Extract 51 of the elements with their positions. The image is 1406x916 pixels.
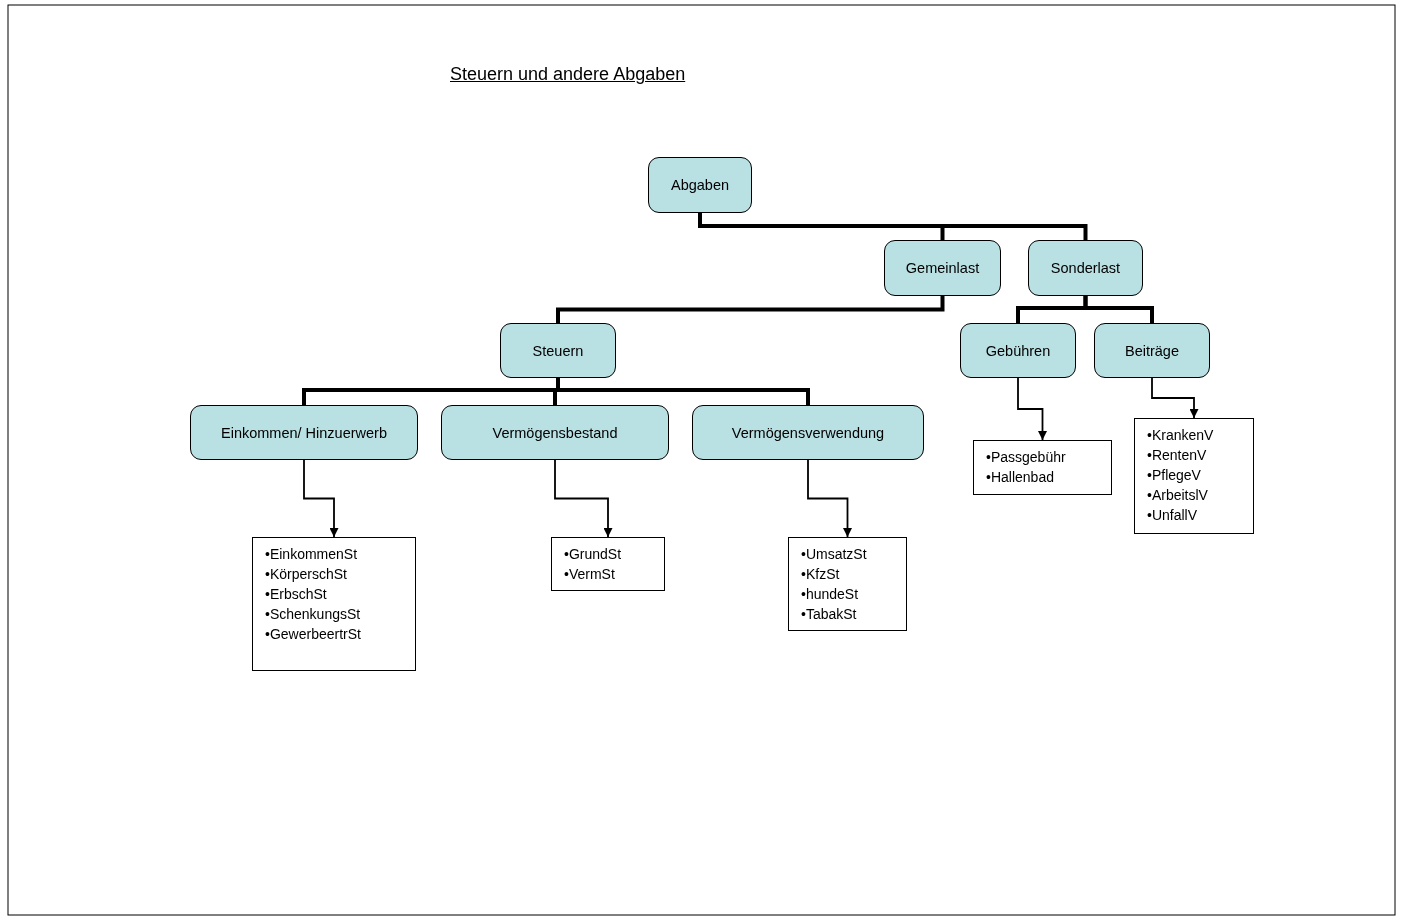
list-item: •PflegeV xyxy=(1147,466,1202,485)
list-item: •UmsatzSt xyxy=(801,545,868,564)
arrow xyxy=(1017,377,1047,441)
list-item: •KrankenV xyxy=(1147,426,1215,445)
list-item: •Passgebühr xyxy=(986,448,1067,467)
box-label: Vermögensverwendung xyxy=(731,424,885,441)
list-item: •Hallenbad xyxy=(986,468,1055,487)
list-item: •KörperschSt xyxy=(265,565,348,584)
list-item: •KfzSt xyxy=(801,565,841,584)
box-label: Abgaben xyxy=(670,177,730,193)
list-item: •RentenV xyxy=(1147,446,1208,465)
list-item: •SchenkungsSt xyxy=(265,605,362,624)
list-item: •GrundSt xyxy=(564,545,623,564)
list-item: •TabakSt xyxy=(801,605,858,624)
category-box xyxy=(500,323,616,378)
arrow xyxy=(807,459,852,538)
list-item: •GewerbeertrSt xyxy=(265,625,362,644)
box-label: Beiträge xyxy=(1125,342,1179,359)
category-box xyxy=(960,323,1076,378)
list-box xyxy=(788,537,907,631)
box-label: Gemeinlast xyxy=(905,260,980,276)
diagram-title: Steuern und andere Abgaben xyxy=(450,64,686,85)
box-label: Steuern xyxy=(532,342,584,359)
box-label: Einkommen/ Hinzuerwerb xyxy=(221,424,387,441)
box-label: Gebühren xyxy=(985,342,1051,359)
connector-line xyxy=(556,378,810,405)
connector-line xyxy=(1083,296,1154,323)
list-item: •VermSt xyxy=(564,565,616,584)
list-box xyxy=(973,440,1112,495)
category-box xyxy=(190,405,418,460)
connector-line xyxy=(556,296,945,323)
arrow xyxy=(303,459,339,538)
list-item: •EinkommenSt xyxy=(265,545,359,564)
list-item: •UnfallV xyxy=(1147,506,1199,525)
category-box xyxy=(884,240,1001,296)
list-item: •ErbschSt xyxy=(265,585,328,604)
category-box xyxy=(1094,323,1210,378)
list-box xyxy=(551,537,665,591)
category-box xyxy=(1028,240,1143,296)
category-box xyxy=(692,405,924,460)
list-item: •hundeSt xyxy=(801,585,860,604)
connector-line xyxy=(698,213,1088,240)
list-box xyxy=(252,537,416,671)
arrow xyxy=(554,459,613,538)
list-item: •ArbeitslV xyxy=(1147,486,1209,505)
category-box xyxy=(441,405,669,460)
category-box xyxy=(648,157,752,213)
arrow xyxy=(1151,377,1199,419)
box-label: Sonderlast xyxy=(1050,260,1121,276)
box-label: Vermögensbestand xyxy=(492,424,618,441)
list-box xyxy=(1134,418,1254,534)
